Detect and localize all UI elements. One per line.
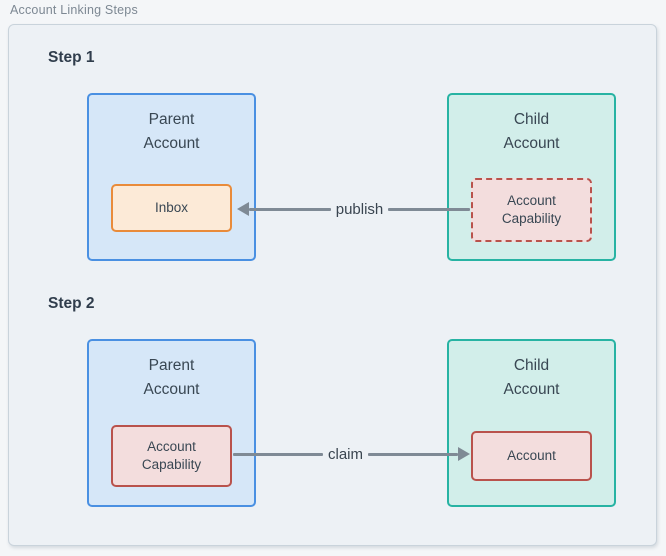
arrowhead-right-icon: [458, 447, 471, 461]
step-1-label: Step 1: [48, 49, 95, 66]
account-capability-node-step2: Account Capability: [111, 425, 232, 487]
child-account-title-step2: Child Account: [503, 357, 560, 398]
account-capability-node-step1: Account Capability: [471, 178, 592, 242]
arrow-line: [233, 452, 323, 456]
diagram-canvas: Step 1 Parent Account Inbox Child Accoun…: [8, 24, 657, 546]
inbox-node-step1: Inbox: [111, 184, 232, 232]
arrow-line: [368, 452, 459, 456]
account-node-step2: Account: [471, 431, 592, 481]
parent-account-box-step2: Parent Account Account Capability: [87, 339, 256, 507]
parent-account-title-step2: Parent Account: [143, 357, 200, 398]
arrowhead-left-icon: [237, 202, 249, 216]
diagram-title: Account Linking Steps: [10, 3, 138, 17]
publish-arrow-label: publish: [335, 200, 384, 218]
parent-account-title-step1: Parent Account: [143, 111, 200, 152]
arrow-line: [388, 207, 471, 211]
child-account-title-step1: Child Account: [503, 111, 560, 152]
arrow-line: [249, 207, 331, 211]
claim-arrow: claim: [233, 441, 471, 467]
step-2-label: Step 2: [48, 295, 95, 312]
publish-arrow: publish: [237, 196, 471, 222]
claim-arrow-label: claim: [328, 445, 364, 463]
child-account-box-step1: Child Account Account Capability: [447, 93, 616, 261]
parent-account-box-step1: Parent Account Inbox: [87, 93, 256, 261]
child-account-box-step2: Child Account Account: [447, 339, 616, 507]
